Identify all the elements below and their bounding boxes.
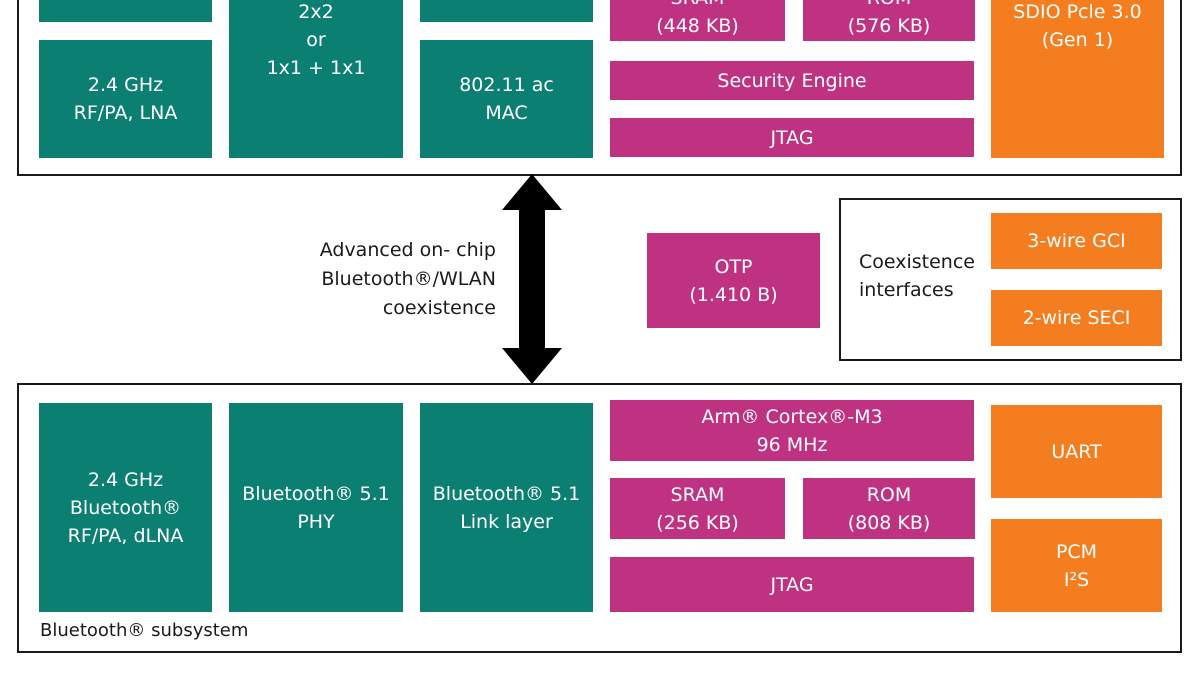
bt-cpu-freq: 96 MHz xyxy=(756,433,828,456)
bt-rom-size: (808 KB) xyxy=(847,511,931,534)
gci-3wire-block: 3-wire GCI xyxy=(991,213,1162,269)
wlan-mac-block: 802.11 ac MAC xyxy=(420,40,593,158)
wlan-rf-block: 2.4 GHz RF/PA, LNA xyxy=(39,40,212,158)
bt-phy-line-2: PHY xyxy=(297,510,335,533)
wlan-sdio-pcie-block: SDIO Pcle 3.0 (Gen 1) xyxy=(991,0,1164,158)
seci-2wire-block: 2-wire SECI xyxy=(991,290,1162,346)
otp-size: (1.410 B) xyxy=(689,283,778,306)
bt-link-line-1: Bluetooth® 5.1 xyxy=(432,482,581,505)
wlan-block-top-right xyxy=(420,0,593,22)
wlan-rf-line-2: RF/PA, LNA xyxy=(73,102,178,124)
bt-rf-line-2: Bluetooth® xyxy=(69,496,182,519)
otp-block: OTP (1.410 B) xyxy=(647,233,820,328)
bt-sram-block: SRAM (256 KB) xyxy=(610,478,785,539)
wlan-security-engine-block: Security Engine xyxy=(610,61,974,100)
wlan-sram-size: (448 KB) xyxy=(656,15,739,37)
wlan-jtag-block: JTAG xyxy=(610,118,974,157)
wlan-sram-block: SRAM (448 KB) xyxy=(610,0,785,41)
coexistence-double-arrow xyxy=(502,174,562,384)
bt-phy-line-1: Bluetooth® 5.1 xyxy=(242,482,390,505)
bt-sram-title: SRAM xyxy=(670,483,725,506)
bt-i2s-label: I²S xyxy=(1063,568,1090,591)
bt-rf-block: 2.4 GHz Bluetooth® RF/PA, dLNA xyxy=(39,403,212,612)
bt-link-line-2: Link layer xyxy=(460,510,553,533)
coex-interfaces-line-2: interfaces xyxy=(859,279,954,301)
bt-link-layer-block: Bluetooth® 5.1 Link layer xyxy=(420,403,593,612)
bt-cpu-name: Arm® Cortex®-M3 xyxy=(701,405,883,428)
bt-rom-title: ROM xyxy=(866,483,912,506)
wlan-rom-size: (576 KB) xyxy=(847,15,931,37)
wlan-rom-title: ROM xyxy=(867,0,912,12)
coexistence-interfaces-label: Coexistence interfaces xyxy=(859,248,975,304)
wlan-jtag-label: JTAG xyxy=(770,126,814,149)
coexistence-line-2: Bluetooth®/WLAN xyxy=(321,268,496,290)
wlan-mimo-line-3: 1x1 + 1x1 xyxy=(266,57,366,79)
wlan-mimo-block: 2x2 or 1x1 + 1x1 xyxy=(229,0,403,158)
wlan-mac-line-1: 802.11 ac xyxy=(459,74,554,96)
wlan-mimo-line-1: 2x2 xyxy=(298,1,334,23)
gci-label: 3-wire GCI xyxy=(1027,230,1126,252)
coexistence-line-3: coexistence xyxy=(382,297,496,319)
wlan-sdio-line-1: SDIO Pcle 3.0 xyxy=(1013,1,1142,23)
wlan-rom-block: ROM (576 KB) xyxy=(803,0,975,41)
bt-rom-block: ROM (808 KB) xyxy=(803,478,975,539)
wlan-security-engine-label: Security Engine xyxy=(717,69,867,92)
seci-label: 2-wire SECI xyxy=(1022,307,1131,329)
bt-rf-line-1: 2.4 GHz xyxy=(87,468,164,491)
bt-jtag-label: JTAG xyxy=(770,573,814,596)
bt-jtag-block: JTAG xyxy=(610,557,974,612)
bt-phy-block: Bluetooth® 5.1 PHY xyxy=(229,403,403,612)
bt-sram-size: (256 KB) xyxy=(656,511,739,534)
bt-pcm-i2s-block: PCM I²S xyxy=(991,519,1162,612)
bt-uart-label: UART xyxy=(1051,440,1102,463)
wlan-sram-title: SRAM xyxy=(671,0,725,12)
coexistence-line-1: Advanced on- chip xyxy=(319,239,496,261)
bt-pcm-label: PCM xyxy=(1055,540,1098,563)
bt-cpu-block: Arm® Cortex®-M3 96 MHz xyxy=(610,400,974,461)
wlan-mimo-line-2: or xyxy=(306,29,326,51)
otp-title: OTP xyxy=(714,255,753,278)
wlan-block-top-left xyxy=(39,0,212,22)
coex-interfaces-line-1: Coexistence xyxy=(859,251,975,273)
wlan-sdio-line-2: (Gen 1) xyxy=(1041,29,1114,51)
coexistence-description: Advanced on- chip Bluetooth®/WLAN coexis… xyxy=(280,236,496,323)
wlan-rf-line-1: 2.4 GHz xyxy=(87,74,164,96)
bluetooth-subsystem-label: Bluetooth® subsystem xyxy=(40,620,249,641)
bt-uart-block: UART xyxy=(991,405,1162,498)
bt-rf-line-3: RF/PA, dLNA xyxy=(67,524,184,547)
wlan-mac-line-2: MAC xyxy=(485,102,528,124)
